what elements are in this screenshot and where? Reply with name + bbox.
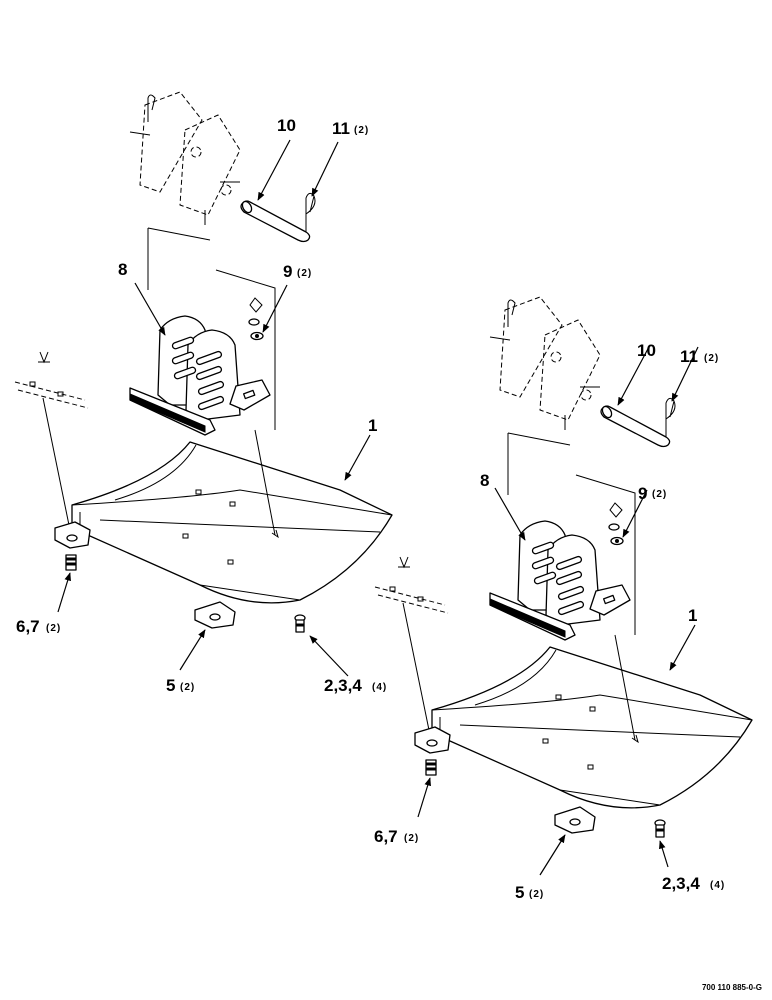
right-clip-ghost — [507, 299, 516, 327]
right-qty-5: (2) — [529, 889, 544, 900]
left-qty-234: (4) — [372, 682, 387, 693]
left-qty-11: (2) — [354, 125, 369, 136]
right-mount-bracket-ghost — [489, 296, 601, 430]
right-label-5: 5 — [515, 883, 524, 902]
right-label-234: 2,3,4 — [662, 874, 700, 893]
left-clip-11 — [305, 192, 316, 232]
right-qty-9: (2) — [652, 489, 667, 500]
left-label-1: 1 — [368, 416, 377, 435]
right-guide-plate-1 — [431, 634, 753, 809]
left-part-234 — [294, 614, 306, 633]
left-clip-ghost — [147, 94, 156, 122]
right-clip-11 — [665, 397, 676, 437]
left-qty-67: (2) — [46, 623, 61, 634]
right-part-234 — [654, 819, 666, 838]
right-label-1: 1 — [688, 606, 697, 625]
right-label-11: 11 — [680, 347, 698, 366]
left-assembly: 10 11 (2) 8 9 (2) 1 6,7 (2) 5 (2) 2,3,4 … — [14, 91, 393, 695]
left-label-5: 5 — [166, 676, 175, 695]
left-pin-10 — [240, 200, 311, 243]
left-part-5 — [194, 601, 236, 629]
left-qty-9: (2) — [297, 268, 312, 279]
right-qty-67: (2) — [404, 833, 419, 844]
right-pin-10 — [600, 405, 671, 448]
right-qty-234: (4) — [710, 880, 725, 891]
left-bracket-8 — [129, 315, 271, 436]
left-label-10: 10 — [277, 116, 296, 135]
right-label-9: 9 — [638, 484, 647, 503]
left-hardware-9 — [248, 297, 264, 341]
left-qty-5: (2) — [180, 682, 195, 693]
right-bracket-8 — [489, 520, 631, 641]
left-label-9: 9 — [283, 262, 292, 281]
left-label-234: 2,3,4 — [324, 676, 362, 695]
right-assembly: 10 11 (2) 8 9 (2) 1 6,7 (2) 5 (2) 2,3,4 … — [374, 296, 753, 902]
left-label-11: 11 — [332, 119, 350, 138]
right-qty-11: (2) — [704, 353, 719, 364]
right-label-8: 8 — [480, 471, 489, 490]
right-label-67: 6,7 — [374, 827, 398, 846]
left-part-67 — [54, 521, 91, 571]
left-label-8: 8 — [118, 260, 127, 279]
right-side-hardware-ghost — [374, 556, 449, 736]
left-label-67: 6,7 — [16, 617, 40, 636]
left-mount-bracket-ghost — [129, 91, 241, 225]
figure-number: 700 110 885-0-G — [702, 983, 762, 992]
left-guide-plate-1 — [71, 429, 393, 604]
right-part-67 — [414, 726, 451, 776]
right-label-10: 10 — [637, 341, 656, 360]
right-hardware-9 — [608, 502, 624, 546]
left-side-hardware-ghost — [14, 351, 89, 531]
right-part-5 — [554, 806, 596, 834]
